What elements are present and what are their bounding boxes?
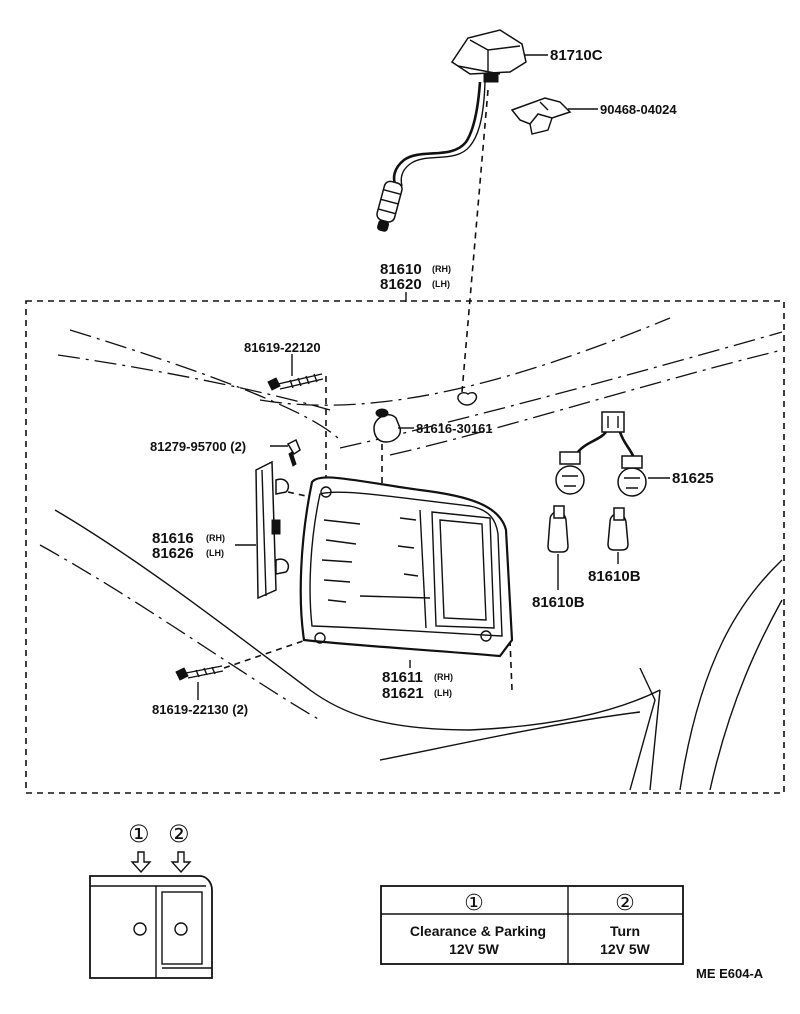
label-81611-rh: (RH) (434, 672, 453, 682)
table-col2-line1: Turn (610, 923, 640, 939)
label-81610B-right: 81610B (588, 568, 641, 585)
label-81619-22130: 81619-22130 (2) (152, 702, 248, 717)
body-contour (39, 317, 783, 791)
bulb-81610B-left (547, 505, 569, 590)
label-81610: 81610 (380, 261, 422, 278)
label-81620-lh: (LH) (432, 279, 450, 289)
side-marker-lamp-81710C (376, 29, 548, 232)
label-81610B-left: 81610B (532, 594, 585, 611)
socket-harness-81625 (555, 411, 670, 497)
clip-81279-95700 (270, 438, 301, 467)
label-81626: 81626 (152, 545, 194, 562)
label-81279-95700: 81279-95700 (2) (150, 439, 246, 454)
bulb-position-sketch: ① ② (89, 821, 213, 979)
table-col2-line2: 12V 5W (600, 941, 651, 957)
label-81620: 81620 (380, 276, 422, 293)
mark-2: ② (168, 821, 190, 848)
mark-1: ① (128, 821, 150, 848)
table-col1-line1: Clearance & Parking (410, 923, 546, 939)
diagram-code: ME E604-A (696, 966, 764, 981)
screw-81619-22120 (267, 354, 327, 478)
table-col1-header: ① (464, 890, 484, 915)
socket-81616-30161 (373, 408, 414, 490)
label-81619-22120: 81619-22120 (244, 340, 321, 355)
label-81621: 81621 (382, 685, 424, 702)
label-81616-30161: 81616-30161 (416, 421, 493, 436)
bulb-81610B-right (607, 507, 629, 564)
label-81611: 81611 (382, 669, 423, 686)
table-col1-line2: 12V 5W (449, 941, 500, 957)
label-90468-04024: 90468-04024 (600, 102, 677, 117)
label-81710C: 81710C (550, 47, 603, 64)
label-81616: 81616 (152, 530, 194, 547)
label-81626-lh: (LH) (206, 548, 224, 558)
label-81616-rh: (RH) (206, 533, 225, 543)
gasket-81616-81626 (235, 460, 307, 600)
bulb-legend-table: ① ② Clearance & Parking 12V 5W Turn 12V … (380, 885, 684, 965)
assembly-boundary (25, 300, 785, 794)
clip-90468 (510, 97, 598, 135)
leader-81710C-dashed (461, 89, 489, 393)
screw-81619-22130 (175, 639, 307, 700)
label-81621-lh: (LH) (434, 688, 452, 698)
label-81625: 81625 (672, 470, 714, 487)
lens-81611-81621 (299, 476, 514, 668)
table-col2-header: ② (615, 890, 635, 915)
label-81610-rh: (RH) (432, 264, 451, 274)
